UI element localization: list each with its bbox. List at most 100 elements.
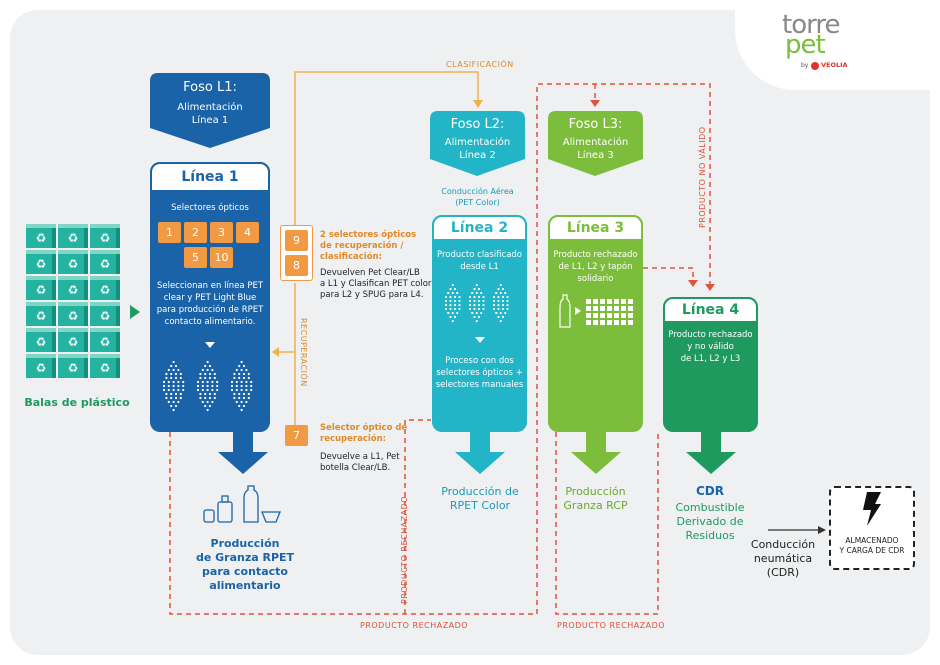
- linea3-desc3: solidario: [577, 274, 614, 284]
- bale-icon: ♻: [26, 328, 56, 352]
- producto-rechazado-vertical-label: PRODUCTO RECHAZADO: [400, 495, 409, 604]
- foso-l3-title: Foso L3:: [568, 117, 623, 132]
- rec-desc-3: para L2 y SPUG para L4.: [320, 290, 424, 300]
- bale-icon: ♻: [58, 328, 88, 352]
- rec-title-3: clasificación:: [320, 252, 382, 262]
- badge-8: 8: [285, 255, 308, 276]
- bottle-to-flakes-icon: [559, 294, 633, 328]
- bales-arrow-icon: [130, 305, 140, 319]
- foso-l2: Foso L2: Alimentación Línea 2: [430, 117, 525, 162]
- bale-icon: ♻: [90, 276, 120, 300]
- sel-desc: Devuelve a L1, Pet botella Clear/LB.: [320, 452, 400, 474]
- rec-title-1: 2 selectores ópticos: [320, 230, 417, 240]
- foso-l3: Foso L3: Alimentación Línea 3: [548, 117, 643, 162]
- alm-2: Y CARGA DE CDR: [839, 546, 905, 555]
- linea4-panel: Línea 4 Producto rechazado y no válido d…: [663, 297, 758, 432]
- linea2-desc4: selectores ópticos +: [436, 368, 523, 378]
- output-l2-2: RPET Color: [449, 499, 511, 512]
- linea1-desc4: contacto alimentario.: [164, 317, 256, 327]
- foso-l1-sub2: Línea 1: [191, 115, 229, 126]
- linea1-desc1: Seleccionan en línea PET: [156, 281, 264, 291]
- selector-badge-10: 10: [210, 247, 233, 268]
- linea1-dots-icon: [162, 360, 258, 416]
- linea1-desc2: clear y PET Light Blue: [163, 293, 257, 303]
- cond-2: neumática: [753, 552, 813, 565]
- linea2-desc1: Producto clasificado: [436, 250, 523, 260]
- bale-icon: ♻: [90, 354, 120, 378]
- badge-7: 7: [285, 425, 308, 446]
- cond-1: Conducción: [750, 538, 816, 551]
- sel-desc-1: Devuelve a L1, Pet: [320, 452, 400, 462]
- linea2-desc5: selectores manuales: [435, 380, 524, 390]
- selector-badge-5: 5: [184, 247, 207, 268]
- linea2-desc-a: Producto clasificado desde L1: [432, 249, 527, 273]
- rec-desc-1: Devuelven Pet Clear/LB: [320, 268, 420, 278]
- foso-l3-sub1: Alimentación: [562, 137, 629, 148]
- linea3-output: Producción Granza RCP: [548, 485, 643, 513]
- linea1-output: Producción de Granza RPET para contacto …: [190, 537, 300, 593]
- recuperacion-arrow: [272, 347, 279, 357]
- selector-badge-2: 2: [184, 222, 207, 243]
- rejected-line-1: [169, 83, 711, 615]
- veolia-icon: [811, 62, 819, 70]
- logo-area: torre pet by VEOLIA: [735, 0, 940, 90]
- linea4-title: Línea 4: [663, 297, 758, 323]
- foso-l2-note2: (PET Color): [455, 198, 500, 207]
- sel-title: Selector óptico de recuperación:: [320, 423, 407, 445]
- logo-by: by: [801, 62, 809, 69]
- linea2-title: Línea 2: [432, 215, 527, 241]
- rec-title-2: de recuperación /: [320, 241, 404, 251]
- linea1-title: Línea 1: [150, 162, 270, 192]
- output-l1-3: para contacto: [202, 565, 288, 578]
- bolt-icon: [863, 492, 881, 526]
- badge-9: 9: [285, 230, 308, 251]
- linea4-desc2: y no válido: [687, 342, 734, 352]
- foso-l1: Foso L1: Alimentación Línea 1: [150, 80, 270, 127]
- sel-title-2: recuperación:: [320, 434, 387, 444]
- linea3-panel: Línea 3 Producto rechazado de L1, L2 y t…: [548, 215, 643, 432]
- foso-l3-sub2: Línea 3: [577, 150, 614, 161]
- bale-grid: ♻♻♻♻♻♻♻♻♻♻♻♻♻♻♻♻♻♻: [26, 224, 126, 388]
- selectores-label: Selectores ópticos: [171, 203, 249, 213]
- rec-desc-2: a L1 y Clasifican PET color: [320, 279, 432, 289]
- linea4-output-arrow: [686, 432, 736, 474]
- linea3-title: Línea 3: [548, 215, 643, 241]
- linea2-output: Producción de RPET Color: [430, 485, 530, 513]
- foso-l1-shape: [150, 73, 270, 148]
- recuperacion-label: RECUPERACIÓN: [299, 318, 308, 387]
- rec-desc: Devuelven Pet Clear/LB a L1 y Clasifican…: [320, 268, 431, 301]
- foso-l1-title: Foso L1:: [183, 80, 237, 95]
- bale-icon: ♻: [26, 250, 56, 274]
- alm-1: ALMACENADO: [845, 536, 899, 545]
- bale-icon: ♻: [90, 302, 120, 326]
- cond-3: (CDR): [766, 566, 800, 579]
- bale-icon: ♻: [26, 354, 56, 378]
- linea2-dots-icon: [444, 283, 516, 325]
- balas-label: Balas de plástico: [24, 396, 130, 409]
- linea2-desc-b: Proceso con dos selectores ópticos + sel…: [432, 355, 527, 391]
- linea2-desc3: Proceso con dos: [445, 356, 514, 366]
- linea1-down-icon: [205, 342, 215, 348]
- foso-l2-note: Conducción Aérea (PET Color): [425, 186, 530, 208]
- linea3-output-arrow: [571, 432, 621, 474]
- foso-l1-sub1: Alimentación: [177, 102, 243, 113]
- linea1-description: Seleccionan en línea PET clear y PET Lig…: [154, 280, 266, 328]
- clasificacion-line: [294, 71, 479, 230]
- bottles-icon: [203, 485, 281, 523]
- producto-rechazado-label-2: PRODUCTO RECHAZADO: [557, 621, 666, 630]
- foso-l3-shape: [548, 111, 643, 176]
- output-l1-4: alimentario: [209, 579, 281, 592]
- bale-icon: ♻: [90, 250, 120, 274]
- logo-veolia: VEOLIA: [821, 61, 848, 69]
- linea2-panel: Línea 2 Producto clasificado desde L1 Pr…: [432, 215, 527, 432]
- linea2-desc2: desde L1: [460, 262, 499, 272]
- rec-title: 2 selectores ópticos de recuperación / c…: [320, 230, 416, 263]
- logo-pet: pet: [785, 30, 826, 60]
- linea2-down-icon: [475, 337, 485, 343]
- foso-l2-sub1: Alimentación: [444, 137, 511, 148]
- linea3-desc1: Producto rechazado: [553, 250, 638, 260]
- bale-icon: ♻: [58, 302, 88, 326]
